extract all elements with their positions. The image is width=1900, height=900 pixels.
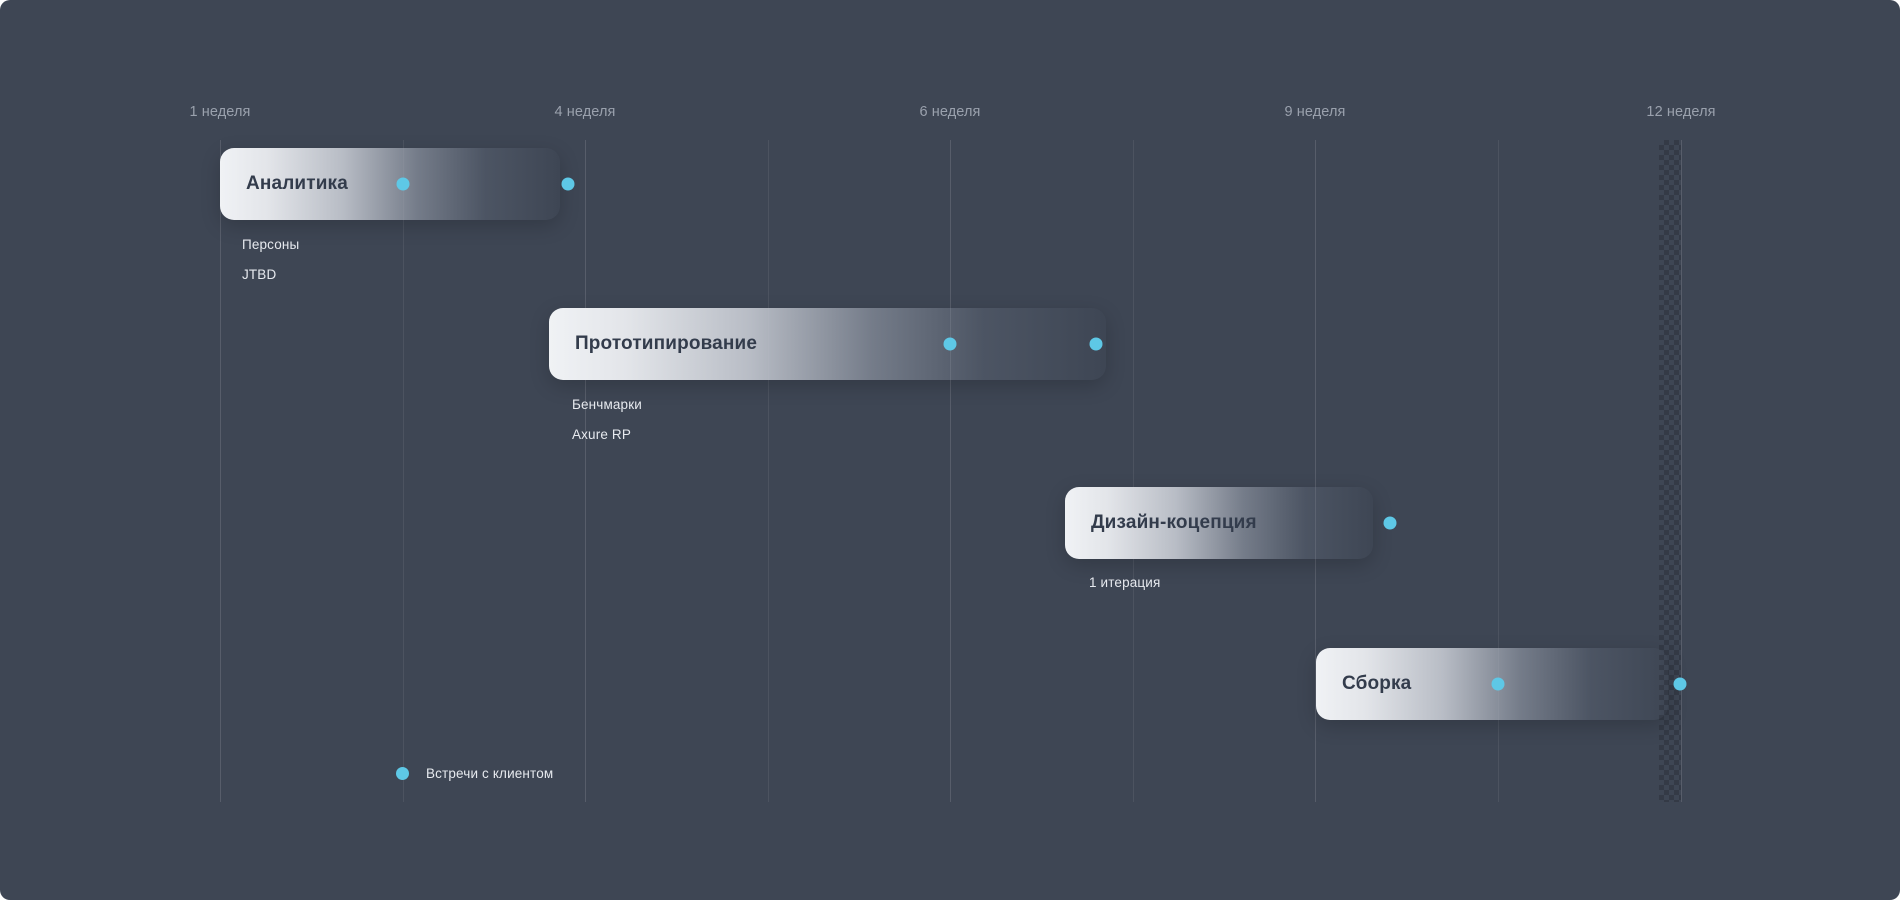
legend-label: Встречи с клиентом [426, 766, 554, 781]
task-title: Прототипирование [575, 333, 758, 354]
week-axis: 1 неделя 4 неделя 6 неделя 9 неделя 12 недел… [0, 0, 1900, 140]
week-tick-label: 4 неделя [554, 104, 616, 120]
task-title: Сборка [1342, 673, 1412, 694]
task-bar-fill [549, 308, 1106, 380]
legend-dot-icon [396, 767, 409, 780]
week-tick-label: 9 неделя [1284, 104, 1346, 120]
task-bar[interactable]: Аналитика [220, 148, 560, 220]
subtask-label: 1 итерация [1089, 575, 1161, 590]
week-tick-label: 6 неделя [919, 104, 981, 120]
subtask-label: JTBD [242, 267, 277, 282]
task-title: Аналитика [246, 173, 348, 194]
week-tick-label: 1 неделя [189, 104, 251, 120]
milestone-dot[interactable] [1491, 677, 1505, 691]
legend-item[interactable]: Встречи с клиентом [396, 766, 553, 781]
task-bar-fill [1065, 487, 1373, 559]
task-bar[interactable]: Прототипирование [549, 308, 1106, 380]
milestone-dot[interactable] [1089, 337, 1103, 351]
milestone-dot[interactable] [396, 177, 410, 191]
milestone-dot[interactable] [561, 177, 575, 191]
milestone-dot[interactable] [1383, 516, 1397, 530]
subtask-label: Персоны [242, 237, 300, 252]
task-title: Дизайн-коцепция [1091, 512, 1257, 533]
milestone-dot[interactable] [1673, 677, 1687, 691]
subtask-label: Бенчмарки [572, 397, 642, 412]
task-bar-fill [220, 148, 560, 220]
task-bar[interactable]: Дизайн-коцепция [1065, 487, 1373, 559]
subtask-label: Axure RP [572, 427, 631, 442]
milestone-dot[interactable] [943, 337, 957, 351]
week-tick-label: 12 неделя [1646, 104, 1716, 120]
